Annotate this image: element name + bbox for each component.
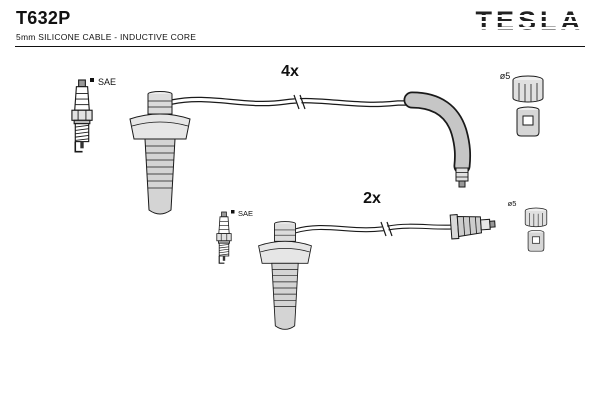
terminal-diameter-label-4x: ø5	[500, 71, 511, 81]
terminal-connector-4x	[512, 75, 544, 137]
elbow-terminal	[455, 167, 469, 188]
sae-label-2x: SAE	[238, 209, 253, 218]
product-subtitle: 5mm SILICONE CABLE - INDUCTIVE CORE	[16, 32, 197, 42]
kit-4x-group: 4x SAE	[71, 63, 544, 215]
logo-stripe	[473, 27, 586, 30]
sae-marker	[231, 210, 235, 214]
terminal-connector-2x	[524, 207, 548, 252]
part-number: T632P	[16, 8, 71, 28]
coil-boot-large	[129, 91, 191, 215]
quantity-label-2x: 2x	[363, 190, 381, 207]
kit-2x-group: 2x SAE ø5	[216, 190, 548, 330]
sae-label-4x: SAE	[98, 77, 116, 87]
header-divider	[15, 46, 585, 47]
header: T632P 5mm SILICONE CABLE - INDUCTIVE COR…	[16, 8, 586, 42]
terminal-diameter-label-2x: ø5	[508, 199, 517, 208]
sparkplug-icon-small	[216, 211, 232, 264]
cable-2x	[294, 222, 453, 236]
sae-marker	[90, 78, 94, 82]
quantity-label-4x: 4x	[281, 63, 299, 80]
tesla-logo: TESLA	[473, 8, 586, 35]
coil-boot-small	[258, 221, 312, 330]
header-left: T632P 5mm SILICONE CABLE - INDUCTIVE COR…	[16, 8, 196, 42]
logo-stripe	[473, 21, 586, 24]
logo-stripe	[473, 15, 586, 18]
sparkplug-icon-large	[71, 79, 93, 153]
cable-4x	[171, 95, 416, 109]
straight-connector-2x	[449, 214, 496, 240]
elbow-boot-4x	[403, 91, 472, 188]
